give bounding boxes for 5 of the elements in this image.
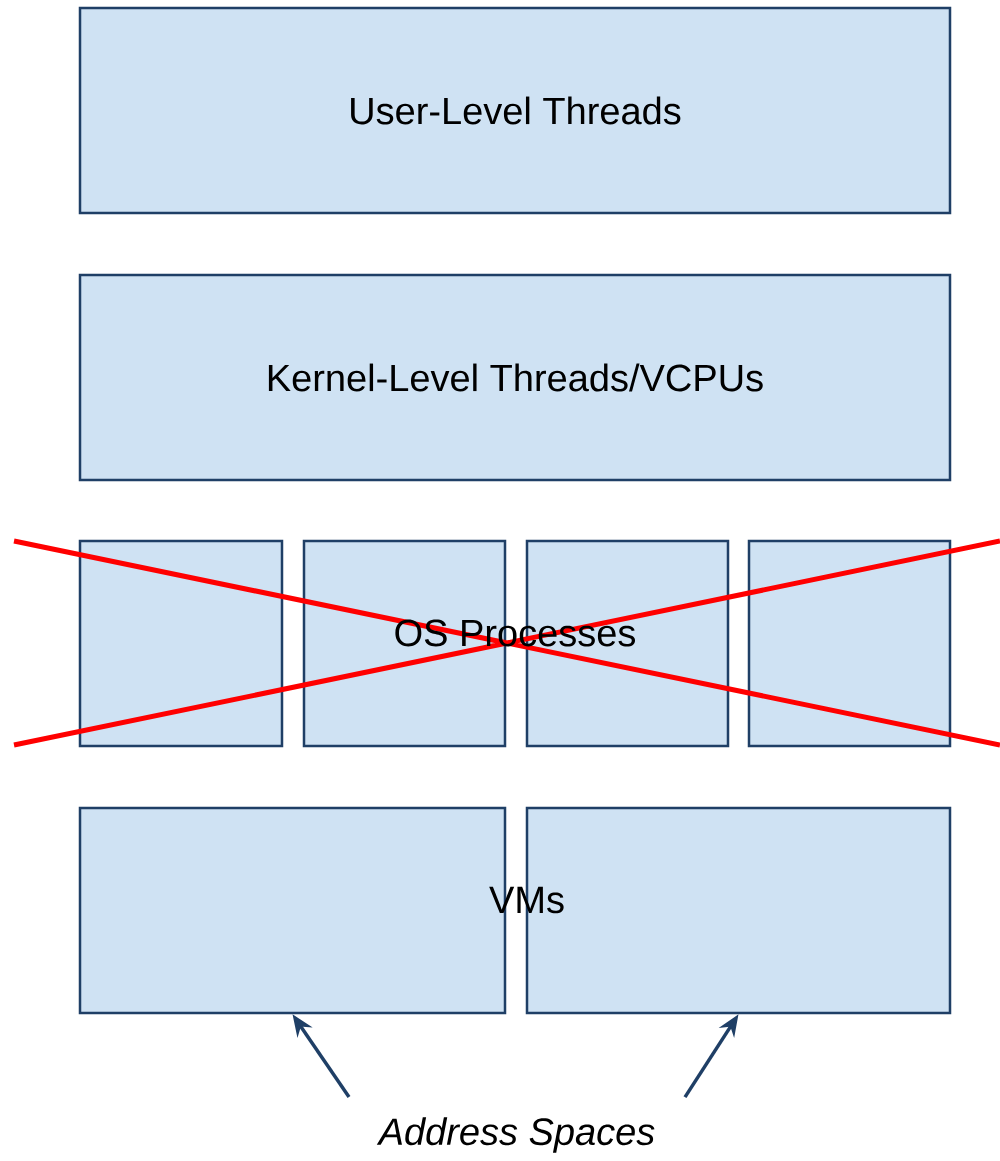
empty-box	[78, 539, 284, 748]
process-box: Kernel-Level Threads/VCPUs	[78, 273, 952, 482]
process-box: User-Level Threads	[78, 6, 952, 215]
caption-text: Address Spaces	[376, 1117, 655, 1153]
empty-box	[747, 539, 952, 748]
